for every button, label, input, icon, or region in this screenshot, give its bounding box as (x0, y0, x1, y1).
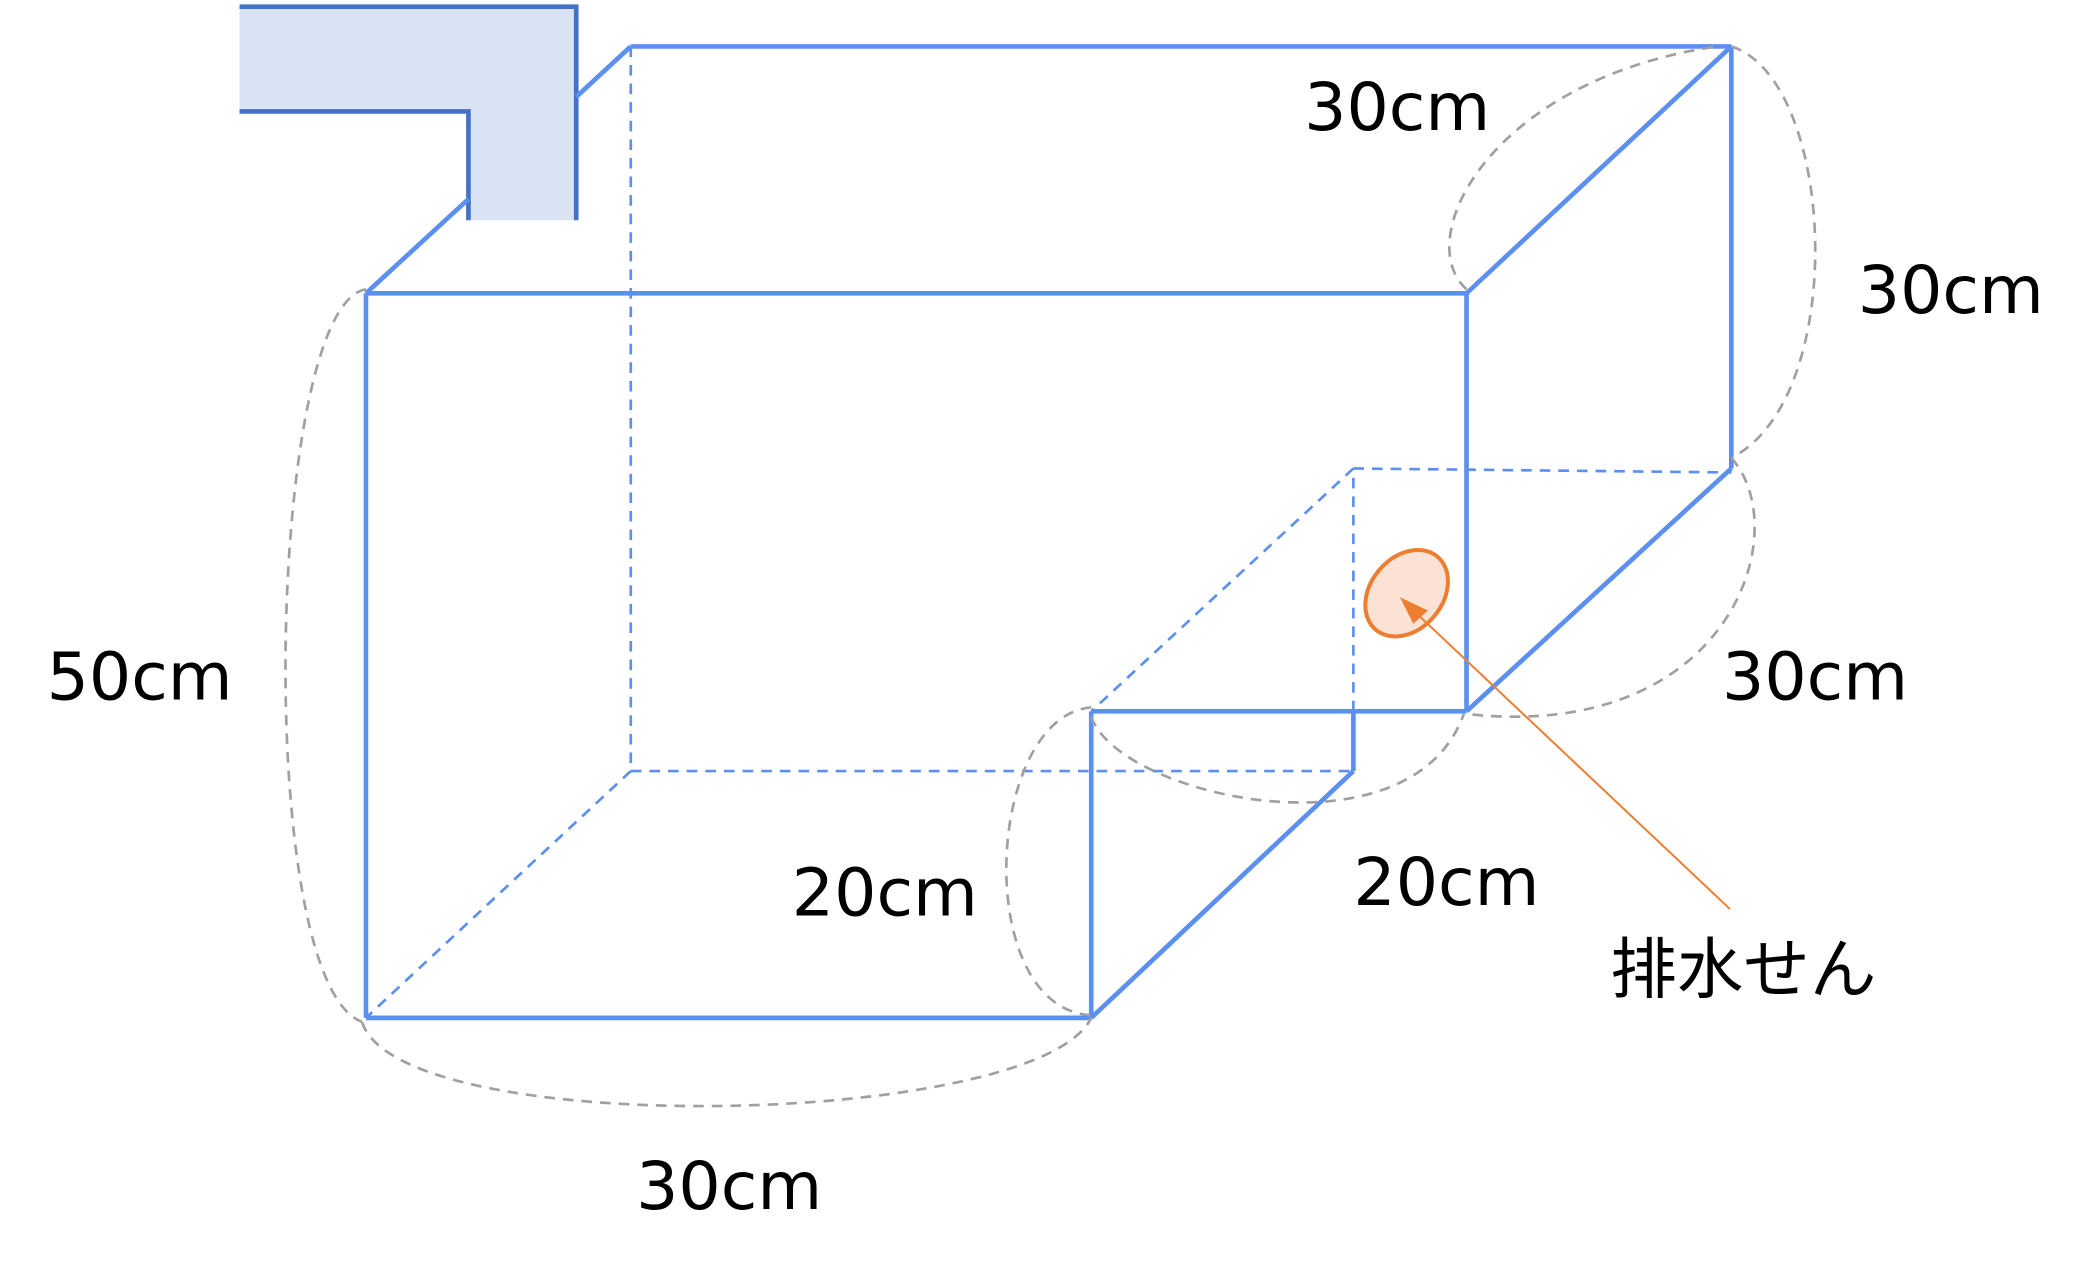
label-step-height: 20cm (792, 854, 978, 932)
label-bottom-width: 30cm (636, 1147, 822, 1225)
label-step-depth: 20cm (1353, 843, 1539, 921)
tank-solid-edges (363, 44, 1734, 1021)
drain-plug (1363, 547, 1731, 910)
label-left-height: 50cm (47, 637, 233, 715)
label-top-depth: 30cm (1304, 68, 1490, 146)
label-right-depth: 30cm (1722, 637, 1908, 715)
arrow-head-icon (1399, 597, 1428, 624)
dimension-brackets (284, 45, 1817, 1108)
inlet-pipe (239, 4, 579, 221)
tank-hidden-edges (365, 46, 1732, 1019)
label-right-height: 30cm (1858, 251, 2044, 329)
label-drain: 排水せん (1610, 931, 1876, 1009)
